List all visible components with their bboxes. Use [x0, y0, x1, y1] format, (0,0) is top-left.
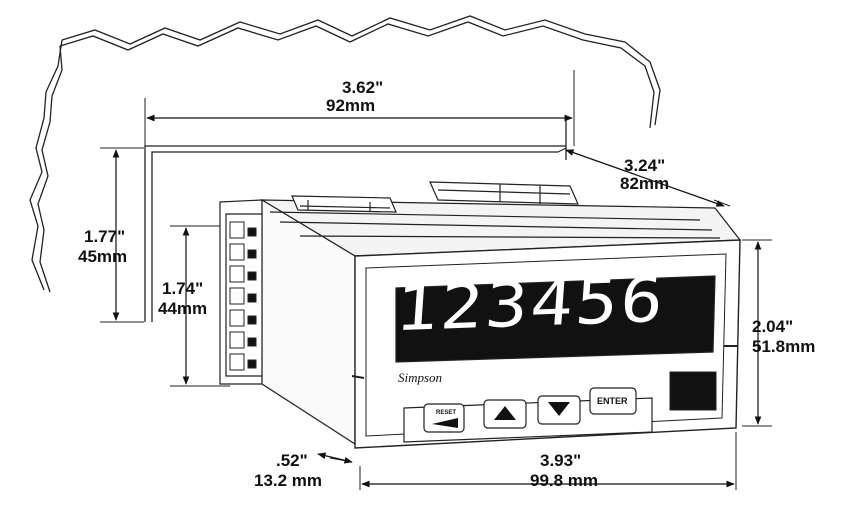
enter-button[interactable]: ENTER	[589, 387, 637, 415]
enter-label: ENTER	[597, 396, 628, 406]
keypad: RESET ENTER	[403, 387, 653, 443]
dimension-labels: 3.62" 92mm 3.24" 82mm 1.77" 45mm 1.74" 4…	[78, 78, 815, 490]
label-cutout-height-mm: 45mm	[78, 247, 127, 266]
label-case-height-in: 1.74"	[162, 279, 203, 298]
reset-arrow-icon	[432, 418, 458, 428]
label-cutout-height-in: 1.77"	[84, 227, 125, 246]
label-bezel-height-mm: 51.8mm	[752, 337, 815, 356]
arrow-bezel-depth	[317, 452, 353, 464]
down-arrow-icon	[548, 402, 570, 416]
extension-lines	[100, 70, 772, 490]
up-arrow-icon	[494, 406, 516, 420]
label-bezel-depth-in: .52"	[276, 451, 308, 470]
label-bezel-width-in: 3.93"	[540, 451, 581, 470]
dimension-arrows	[112, 114, 762, 488]
display-readout: 123456	[393, 263, 668, 345]
terminal-block	[229, 221, 257, 371]
label-bezel-width-mm: 99.8 mm	[530, 471, 598, 490]
reset-label: RESET	[436, 410, 456, 416]
brand-logo: Simpson	[398, 370, 442, 385]
label-depth-mm: 82mm	[620, 174, 669, 193]
label-bezel-depth-mm: 13.2 mm	[254, 471, 322, 490]
reset-button[interactable]: RESET	[423, 403, 465, 433]
led-display: 123456	[393, 263, 716, 363]
label-depth-in: 3.24"	[624, 156, 665, 175]
label-bezel-height-in: 2.04"	[752, 317, 793, 336]
panel-cutout-outline	[29, 15, 661, 322]
label-cutout-width-in: 3.62"	[342, 78, 383, 97]
label-cutout-width-mm: 92mm	[326, 96, 375, 115]
down-button[interactable]	[537, 395, 581, 425]
arrow-depth	[565, 149, 725, 207]
up-button[interactable]	[483, 399, 527, 429]
label-case-height-mm: 44mm	[158, 299, 207, 318]
unit-label-window	[669, 371, 717, 411]
